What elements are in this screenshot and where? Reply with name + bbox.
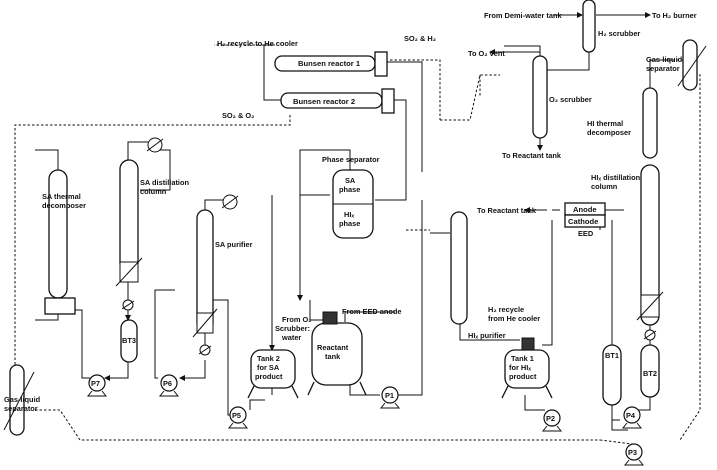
reactant-tank (307, 311, 367, 396)
label-bt2: BT2 (643, 369, 657, 378)
eed-unit (564, 202, 606, 228)
pump-p3 (623, 443, 645, 466)
label-so2-h2: SO₂ & H₂ (404, 34, 436, 43)
tank-2 (247, 349, 299, 399)
sa-thermal-decomposer (48, 169, 68, 299)
pump-p5 (227, 406, 249, 429)
label-to-o2-vent: To O₂ vent (468, 49, 505, 58)
label-bt3: BT3 (122, 336, 136, 345)
label-to-reactant-tank-2: To Reactant tank (477, 206, 537, 215)
label-bunsen2: Bunsen reactor 2 (293, 97, 355, 106)
pump-p4 (621, 406, 643, 429)
heat-exchanger-hi-distillation (636, 291, 664, 321)
label-p2: P2 (546, 414, 555, 423)
h2-scrubber-column (582, 0, 596, 53)
label-p7: P7 (91, 379, 100, 388)
bt3-tank (120, 319, 138, 363)
label-p1: P1 (385, 391, 394, 400)
label-p6: P6 (163, 379, 172, 388)
pump-p7 (86, 374, 108, 397)
heat-exchanger-sa-purifier (192, 308, 218, 338)
sa-distillation-column (119, 159, 139, 273)
label-to-h2-burner: To H₂ burner (652, 11, 697, 20)
gas-liquid-separator-top (677, 39, 707, 91)
condensers (121, 137, 657, 356)
label-bunsen1: Bunsen reactor 1 (298, 59, 361, 68)
label-h2-scrubber: H₂ scrubber (598, 29, 640, 38)
label-p5: P5 (232, 411, 241, 420)
label-from-demi: From Demi-water tank (484, 11, 563, 20)
label-from-eed-anode: From EED anode (342, 307, 402, 316)
pump-p1 (379, 386, 401, 409)
label-eed: EED (578, 229, 594, 238)
label-to-reactant-tank-1: To Reactant tank (502, 151, 562, 160)
phase-separator (332, 169, 374, 239)
tank-1 (501, 337, 553, 399)
label-anode: Anode (573, 205, 597, 214)
label-phase-separator: Phase separator (322, 155, 380, 164)
label-bt1: BT1 (605, 351, 619, 360)
hi-distillation-column (640, 164, 660, 326)
o2-scrubber-column (532, 55, 548, 139)
bt1-tank (602, 344, 622, 406)
hi-thermal-decomposer (642, 87, 658, 159)
gas-liquid-separator-bottom (3, 364, 35, 436)
label-o2-scrubber: O₂ scrubber (549, 95, 592, 104)
label-so2-o2: SO₂ & O₂ (222, 111, 254, 120)
label-h2-recycle-he: H₂ recycle to He cooler (217, 39, 298, 48)
bt2-tank (640, 344, 660, 398)
pump-p6 (158, 374, 180, 397)
label-p3: P3 (628, 448, 637, 457)
label-hi-purifier: HIₓ purifier (468, 331, 506, 340)
label-sa-purifier: SA purifier (215, 240, 253, 249)
hi-purifier-column (450, 211, 468, 325)
label-cathode: Cathode (568, 217, 598, 226)
pump-p2 (541, 409, 563, 432)
heat-exchanger-sa-distillation (115, 257, 143, 287)
label-p4: P4 (626, 411, 636, 420)
